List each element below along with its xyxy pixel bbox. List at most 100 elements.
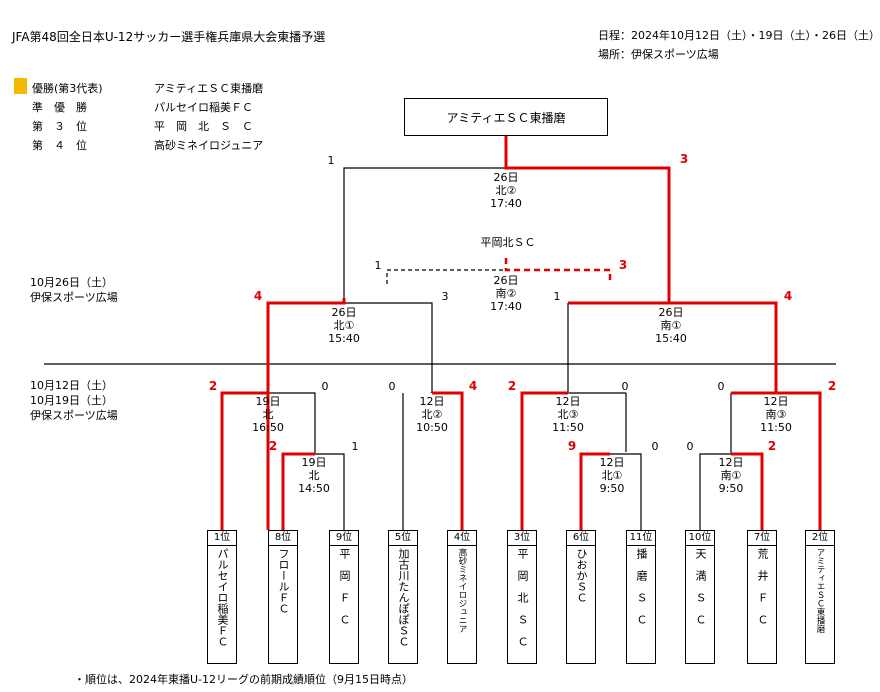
qf1-winner-line [220, 391, 268, 530]
match-date: 12日 [599, 456, 625, 469]
team-rank: 5位 [389, 531, 417, 546]
footnote: ・順位は、2024年東播U-12リーグの前期成績順位（9月15日時点） [74, 673, 414, 686]
third-place-winner-dashed [504, 258, 612, 284]
match-field: 北① [601, 469, 623, 482]
qf3-winner-line [520, 391, 568, 530]
team-name: 天 満 Ｓ Ｃ [694, 548, 707, 625]
team-box-5: 4位 高砂ミネイロジュニア [447, 530, 477, 664]
match-qf4-info: 12日 南③ 11:50 [760, 395, 792, 434]
r1a-score-left: 2 [268, 439, 278, 453]
match-r1c-info: 12日 南① 9:50 [719, 456, 744, 495]
place-text: 場所：伊保スポーツ広場 [598, 48, 719, 61]
final-place: 伊保スポーツ広場 [30, 291, 118, 304]
team-box-3: 9位 平 岡 Ｆ Ｃ [329, 530, 359, 664]
match-date: 12日 [555, 395, 581, 408]
match-date: 12日 [718, 456, 744, 469]
team-box-4: 5位 加古川たんぽぽＳＣ [388, 530, 418, 664]
match-date: 26日 [331, 306, 357, 319]
match-field: 北② [495, 184, 517, 197]
qf1-score-left: 2 [208, 379, 218, 393]
match-time: 14:50 [298, 482, 330, 495]
match-field: 北① [333, 319, 355, 332]
match-r1b-info: 12日 北① 9:50 [600, 456, 625, 495]
third-score-left: 1 [374, 259, 382, 272]
match-time: 16:50 [252, 421, 284, 434]
sf1-score-left: 4 [253, 289, 263, 303]
match-time: 10:50 [416, 421, 448, 434]
r1b-score-left: 9 [567, 439, 577, 453]
team-name: 播 磨 Ｓ Ｃ [635, 548, 648, 625]
match-date: 26日 [658, 306, 684, 319]
team-rank: 4位 [448, 531, 476, 546]
r1c-left-line [699, 453, 731, 530]
team-rank: 10位 [686, 531, 714, 546]
final-left-line [343, 167, 506, 298]
r1c-score-left: 0 [686, 440, 694, 453]
tournament-title: JFA第48回全日本U-12サッカー選手権兵庫県大会東播予選 [12, 30, 326, 44]
match-date: 12日 [419, 395, 445, 408]
match-qf2-info: 12日 北② 10:50 [416, 395, 448, 434]
match-qf3-info: 12日 北③ 11:50 [552, 395, 584, 434]
match-date: 12日 [763, 395, 789, 408]
match-field: 北 [308, 469, 320, 482]
match-time: 17:40 [490, 300, 522, 313]
match-date: 19日 [255, 395, 281, 408]
team-box-8: 11位 播 磨 Ｓ Ｃ [626, 530, 656, 664]
champion-box: アミティエＳＣ東播磨 [404, 98, 608, 136]
match-sf1-info: 26日 北① 15:40 [328, 306, 360, 345]
match-date: 26日 [493, 274, 519, 287]
r1b-winner-line [579, 452, 610, 530]
early-date-2: 10月19日（土） [30, 394, 113, 407]
qf4-score-left: 0 [717, 380, 725, 393]
team-box-1: 1位 パルセイロ稲美ＦＣ [207, 530, 237, 664]
early-date-1: 10月12日（土） [30, 379, 113, 392]
result-team: アミティエＳＣ東播磨 [154, 82, 264, 95]
schedule-text: 日程：2024年10月12日（土）・19日（土）・26日（土） [598, 29, 880, 42]
match-sf2-info: 26日 南① 15:40 [655, 306, 687, 345]
match-time: 9:50 [718, 482, 744, 495]
team-name: 荒 井 Ｆ Ｃ [756, 548, 769, 625]
match-third-info: 26日 南② 17:40 [490, 274, 522, 313]
result-rank: 準 優 勝 [32, 101, 87, 114]
qf3-score-right: 0 [621, 380, 629, 393]
r1c-winner-line [731, 452, 764, 530]
early-place: 伊保スポーツ広場 [30, 409, 118, 422]
match-date: 26日 [493, 171, 519, 184]
match-field: 南① [720, 469, 742, 482]
team-name: 平 岡 北 Ｓ Ｃ [516, 548, 529, 647]
result-rank: 優勝(第3代表) [32, 82, 103, 95]
r1c-score-right: 2 [767, 439, 777, 453]
match-time: 11:50 [552, 421, 584, 434]
result-team: パルセイロ稲美ＦＣ [154, 101, 253, 114]
r1b-right-line [610, 453, 642, 530]
match-field: 南② [495, 287, 517, 300]
final-score-right: 3 [679, 152, 689, 166]
team-name: 加古川たんぽぽＳＣ [397, 548, 410, 647]
match-field: 南③ [765, 408, 787, 421]
team-rank: 6位 [567, 531, 595, 546]
r1b-score-right: 0 [651, 440, 659, 453]
bracket-winner-lines [220, 136, 822, 530]
team-box-6: 3位 平 岡 北 Ｓ Ｃ [507, 530, 537, 664]
team-rank: 7位 [748, 531, 776, 546]
qf1-score-right: 0 [321, 380, 329, 393]
match-time: 9:50 [599, 482, 625, 495]
match-field: 南① [660, 319, 682, 332]
final-score-left: 1 [327, 154, 335, 167]
team-rank: 2位 [806, 531, 834, 546]
qf2-score-left: 0 [388, 380, 396, 393]
team-box-2: 8位 フロールＦＣ [268, 530, 298, 664]
qf4-score-right: 2 [827, 379, 837, 393]
match-r1a-info: 19日 北 14:50 [298, 456, 330, 495]
team-box-7: 6位 ひおかＳＣ [566, 530, 596, 664]
qf2-score-right: 4 [468, 379, 478, 393]
champion-marker [14, 78, 27, 94]
r1a-winner-line [281, 452, 315, 530]
r1a-right-line [314, 453, 345, 530]
sf2-score-right: 4 [783, 289, 793, 303]
qf3-score-left: 2 [507, 379, 517, 393]
result-rank: 第 ４ 位 [32, 139, 87, 152]
sf1-winner-line [266, 298, 346, 530]
result-team: 平 岡 北 Ｓ Ｃ [154, 120, 253, 133]
